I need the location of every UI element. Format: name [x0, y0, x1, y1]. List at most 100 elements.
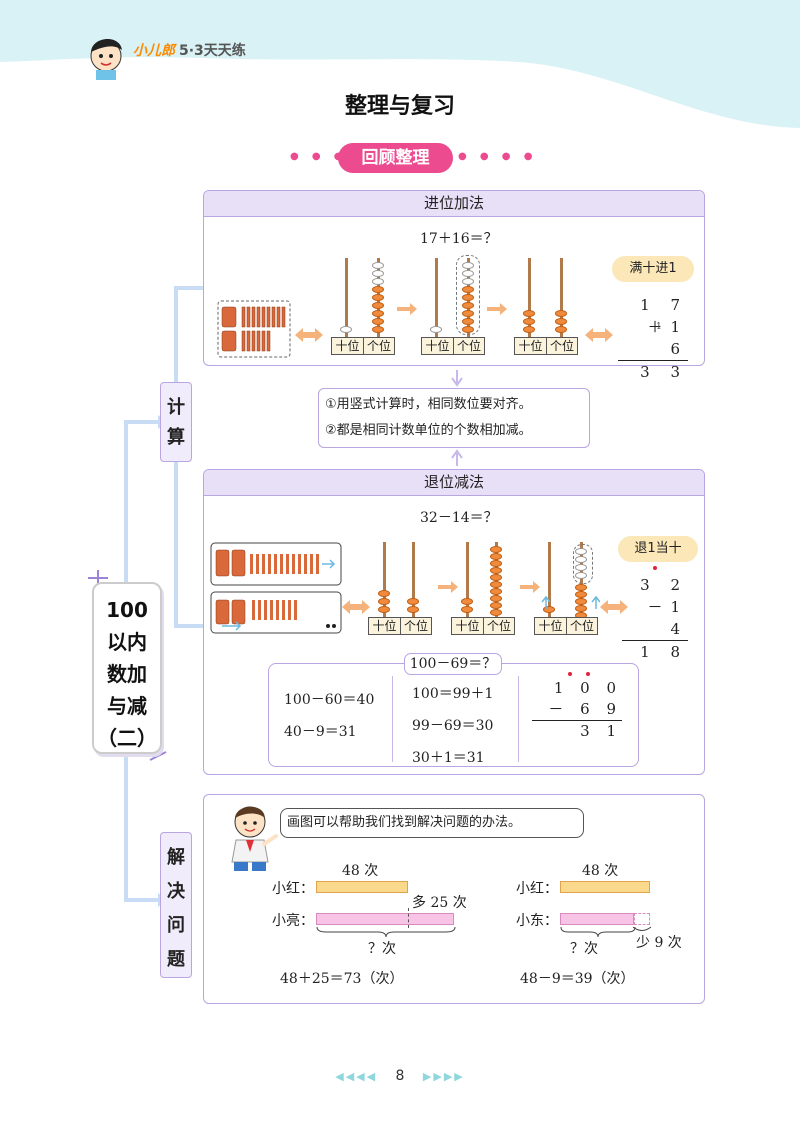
abacus-bead	[490, 609, 502, 616]
addition-title: 进位加法	[204, 191, 704, 217]
counting-sticks-icon	[210, 542, 342, 634]
tens-label: 十位	[538, 619, 563, 633]
branch-calc-char: 计	[167, 397, 185, 418]
small-brace-icon	[632, 926, 652, 931]
rules-box: ①用竖式计算时，相同数位要对齐。 ②都是相同计数单位的个数相加减。	[318, 388, 590, 448]
tens-label: 十位	[335, 339, 360, 353]
branch-solve-char: 问	[167, 915, 185, 936]
student-boy-icon	[231, 806, 278, 871]
ones-label: 个位	[483, 618, 514, 634]
abacus-bead	[523, 318, 535, 325]
left-question: ？次	[368, 941, 396, 957]
ones-label: 个位	[546, 338, 577, 354]
speech-bubble: 画图可以帮助我们找到解决问题的办法。	[280, 808, 584, 838]
double-arrow-icon	[342, 600, 370, 614]
borrow-dot	[653, 566, 657, 570]
section-banner: 回顾整理	[338, 143, 453, 173]
abacus-bead	[523, 326, 535, 333]
main-topic-line: 100	[106, 598, 148, 622]
vertical-row: ＋1 6	[647, 318, 688, 358]
right-less: 少 9 次	[636, 935, 682, 951]
branch-calc-char: 算	[167, 427, 185, 448]
arrow-right-icon	[397, 303, 417, 315]
abacus-bead	[490, 553, 502, 560]
abacus-bead	[378, 606, 390, 613]
right-top-value: 48 次	[582, 863, 619, 879]
method-line: 100＝99＋1	[412, 686, 494, 702]
ones-label: 个位	[453, 338, 484, 354]
bar-missing-part	[634, 913, 650, 925]
abacus-bead	[490, 546, 502, 553]
banner-dots-left: ● ● ● ●	[290, 151, 370, 162]
branch-calc-tab: 计 算	[160, 382, 192, 462]
divider	[518, 676, 519, 762]
abacus-bead	[543, 606, 555, 613]
abacus-bead	[372, 278, 384, 285]
abacus-bead	[462, 294, 474, 301]
carry-hint-bubble: 满十进1	[612, 256, 694, 282]
borrow-dot	[586, 672, 590, 676]
double-arrow-icon	[585, 328, 613, 342]
place-value-label: 十位个位	[451, 617, 515, 635]
main-topic-line: 与减	[107, 694, 147, 718]
abacus-bead	[575, 556, 587, 563]
place-value-label: 十位个位	[421, 337, 485, 355]
left-extra: 多 25 次	[412, 895, 467, 911]
tens-label: 十位	[518, 339, 543, 353]
carry-mark: 1	[656, 322, 662, 332]
abacus-bead	[407, 598, 419, 605]
bead-group-outline	[573, 544, 593, 584]
rule-item: ①用竖式计算时，相同数位要对齐。	[325, 397, 532, 412]
abacus-bead	[462, 318, 474, 325]
abacus-bead	[490, 574, 502, 581]
left-top-value: 48 次	[342, 863, 379, 879]
abacus-bead	[372, 286, 384, 293]
abacus-rod	[412, 542, 415, 620]
abacus-rod	[383, 542, 386, 620]
vertical-result: 3 3	[618, 360, 688, 383]
abacus-bead	[555, 310, 567, 317]
tens-label: 十位	[425, 339, 450, 353]
abacus-bead	[490, 581, 502, 588]
abacus-bead	[372, 310, 384, 317]
abacus-bead	[462, 278, 474, 285]
arrow-right-icon	[487, 303, 507, 315]
abacus-rod	[528, 258, 531, 340]
abacus-bead	[461, 606, 473, 613]
abacus-bead	[490, 560, 502, 567]
bar-xiaohong	[316, 881, 408, 893]
right-answer: 48－9＝39（次）	[520, 971, 635, 987]
method-line: 100－60＝40	[284, 692, 375, 708]
abacus-bead	[575, 584, 587, 591]
up-arrows-icon	[541, 595, 600, 609]
abacus-bead	[462, 302, 474, 309]
bar-xiaoliang	[316, 913, 454, 925]
bar-xiaodong	[560, 913, 634, 925]
method-line: 30＋1＝31	[412, 750, 485, 766]
tens-label: 十位	[372, 619, 397, 633]
divider	[392, 676, 393, 762]
abacus-bead	[407, 606, 419, 613]
main-topic-line: （二）	[97, 726, 157, 750]
left-answer: 48＋25＝73（次）	[280, 971, 404, 987]
brand-sub: 5·3天天练	[179, 43, 246, 59]
ones-label: 个位	[566, 618, 597, 634]
right-bottom-name: 小东：	[516, 913, 558, 929]
abacus-bead	[372, 318, 384, 325]
double-arrow-icon	[600, 600, 628, 614]
abacus-bead	[462, 326, 474, 333]
boy-mascot-icon	[90, 38, 122, 80]
example-title: 100－69＝？	[404, 653, 502, 675]
abacus-bead	[430, 326, 442, 333]
vertical-row: 1 0 0	[553, 679, 622, 697]
arrow-right-icon	[520, 581, 540, 593]
subtraction-vertical-calc: 3 2 －1 4 1 8	[622, 574, 688, 663]
vertical-row: 3 2	[640, 576, 688, 594]
branch-solve-tab: 解 决 问 题	[160, 832, 192, 978]
ones-label: 个位	[400, 618, 431, 634]
abacus-bead	[523, 310, 535, 317]
abacus-bead	[462, 270, 474, 277]
vertical-result: 3 1	[532, 720, 622, 742]
double-arrow-icon	[295, 328, 323, 342]
